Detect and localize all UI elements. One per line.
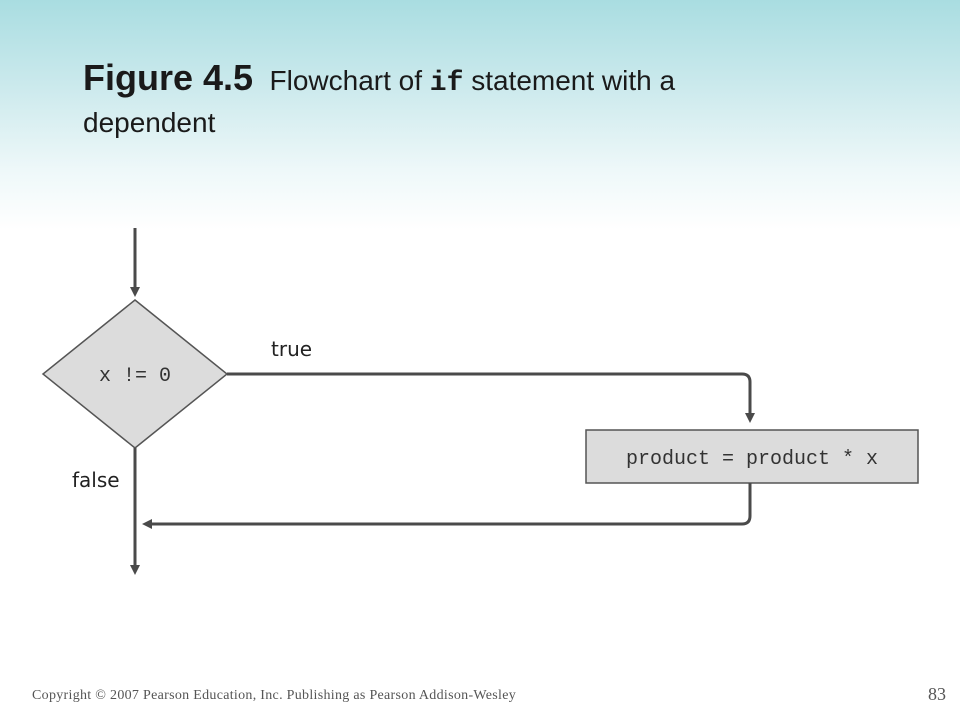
figure-caption: Flowchart of if statement with a [269,65,676,99]
statement-box [585,429,919,484]
merge-line [142,483,752,529]
caption-code: if [429,68,464,99]
condition-text: x != 0 [99,365,171,388]
slide-title: Figure 4.5 Flowchart of if statement wit… [83,52,903,140]
false-label: false [72,468,120,492]
true-label: true [271,337,312,361]
caption-line2: dependent [83,107,216,138]
statement-text: product = product * x [626,448,878,471]
caption-text-after: statement with a [471,65,676,96]
figure-number: Figure 4.5 [83,57,254,98]
page-number: 83 [928,684,946,704]
caption-text-before: Flowchart of [269,65,423,96]
copyright-footer: Copyright © 2007 Pearson Education, Inc.… [32,688,517,703]
true-branch-line [227,372,755,423]
